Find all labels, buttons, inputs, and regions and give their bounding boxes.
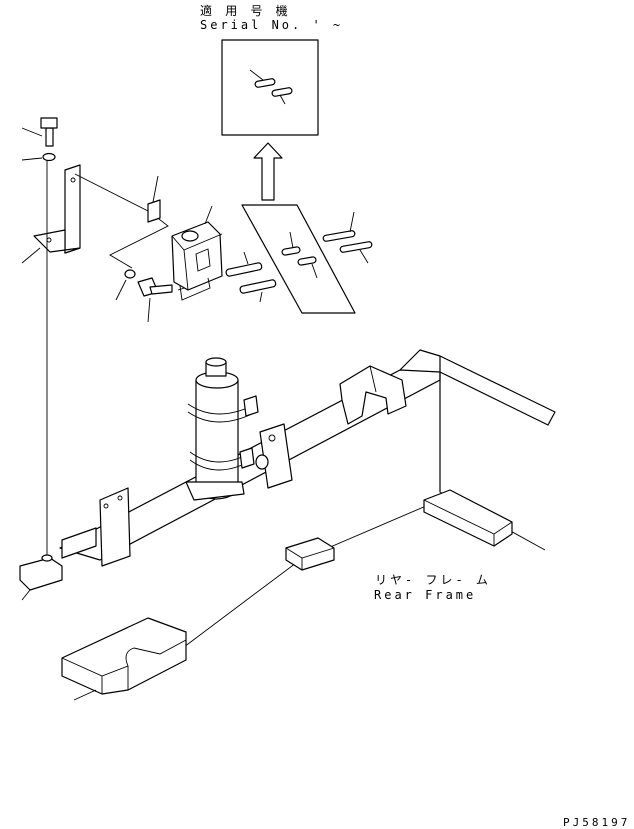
drawing-number: PJ58197 xyxy=(563,816,631,829)
applicable-serial-title-jp: 適 用 号 機 xyxy=(200,4,291,18)
reservoir-tank xyxy=(171,205,277,303)
nut-and-bolt xyxy=(115,269,173,323)
serial-number-label: Serial No. ' ~ xyxy=(200,18,344,32)
foot-block xyxy=(19,554,63,601)
pad-block-large xyxy=(61,617,187,701)
bracket-assembly xyxy=(21,117,81,555)
clip xyxy=(147,175,161,223)
rear-frame-label-en: Rear Frame xyxy=(374,588,477,602)
serial-detail-box xyxy=(221,39,319,136)
pin-detail-panel xyxy=(241,204,373,314)
rear-frame-label-jp: リヤ- フレ- ム xyxy=(375,573,491,587)
up-arrow xyxy=(253,142,283,201)
mounting-plate xyxy=(255,423,293,489)
accumulator xyxy=(185,357,259,501)
pad-block-small xyxy=(285,537,335,571)
pad-block-right xyxy=(423,489,513,547)
u-bracket xyxy=(339,365,407,425)
lower-bracket xyxy=(61,487,131,567)
